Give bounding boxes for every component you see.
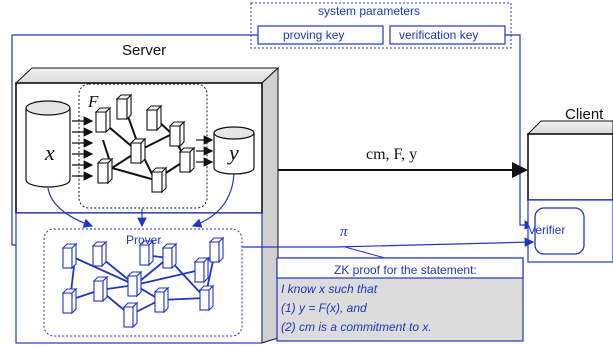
f-to-y-arrows (196, 135, 214, 167)
proof-symbol: π (340, 224, 348, 240)
proof-arrow (242, 237, 535, 248)
function-variable-f: F (88, 92, 99, 111)
server-side-face (261, 66, 279, 344)
verifier-box (534, 207, 585, 255)
proof-statement-line-2: (1) y = F(x), and (281, 301, 367, 315)
message-label: cm, F, y (366, 146, 418, 163)
verifier-label: Verifier (528, 223, 566, 237)
prover-label: Prover (126, 233, 162, 247)
server-top-face (14, 67, 280, 84)
server-title: Server (122, 42, 167, 59)
x-to-f-arrows (72, 116, 94, 181)
proof-callout-line (344, 246, 386, 259)
proof-statement-title-bg (276, 257, 524, 279)
client-title: Client (565, 106, 604, 123)
proving-key-label: proving key (283, 28, 345, 42)
input-variable-x: x (45, 140, 55, 165)
output-variable-y: y (229, 140, 239, 165)
system-parameters-title: system parameters (318, 4, 421, 18)
prover-gates (61, 236, 225, 329)
function-gates (94, 93, 196, 194)
client-front-upper (527, 133, 613, 201)
proof-statement-line-1: I know x such that (281, 282, 378, 296)
proof-statement-line-3: (2) cm is a commitment to x. (281, 320, 432, 334)
proof-statement-title: ZK proof for the statement: (334, 263, 477, 277)
verification-key-arrow (505, 34, 535, 230)
system-parameters-box (250, 2, 512, 49)
x-database-icon (25, 100, 71, 188)
inputs-to-prover-arrows (47, 172, 235, 228)
verification-key-label: verification key (399, 28, 479, 42)
